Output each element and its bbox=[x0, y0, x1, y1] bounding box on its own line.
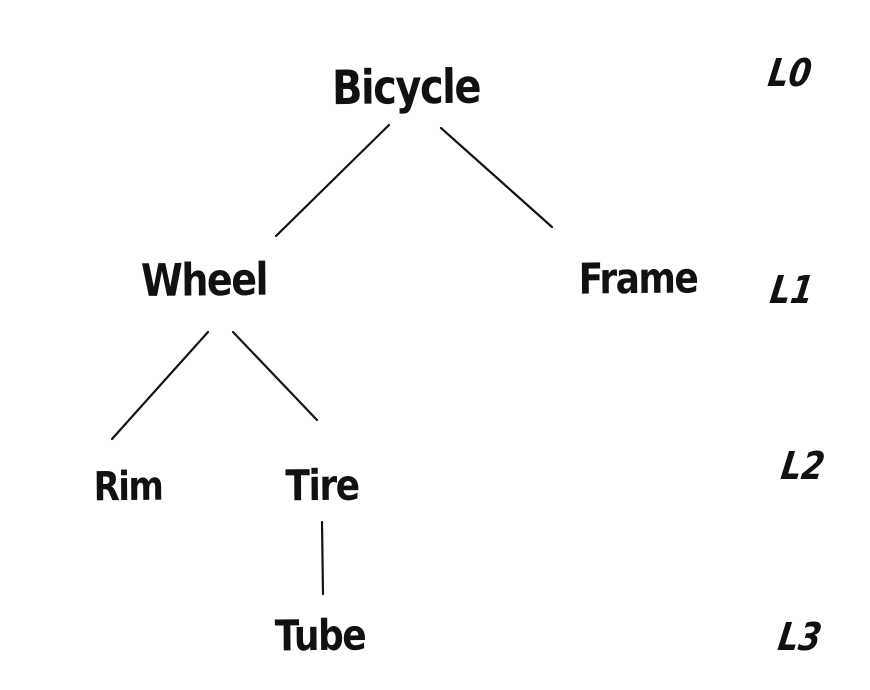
edge-wheel-rim bbox=[110, 330, 210, 441]
node-bicycle: Bicycle bbox=[331, 60, 481, 116]
node-tire: Tire bbox=[285, 461, 359, 511]
edge-wheel-tire bbox=[231, 330, 319, 422]
node-wheel: Wheel bbox=[140, 253, 268, 307]
edge-bicycle-frame bbox=[439, 126, 554, 229]
node-tube: Tube bbox=[274, 611, 366, 662]
edge-tire-tube bbox=[320, 520, 325, 596]
node-frame: Frame bbox=[578, 254, 698, 305]
edge-bicycle-wheel bbox=[274, 123, 391, 238]
level-label-l2: L2 bbox=[778, 443, 828, 489]
level-label-l3: L3 bbox=[775, 614, 825, 660]
level-label-l0: L0 bbox=[765, 50, 815, 96]
level-label-l1: L1 bbox=[767, 267, 817, 313]
node-rim: Rim bbox=[93, 463, 163, 511]
